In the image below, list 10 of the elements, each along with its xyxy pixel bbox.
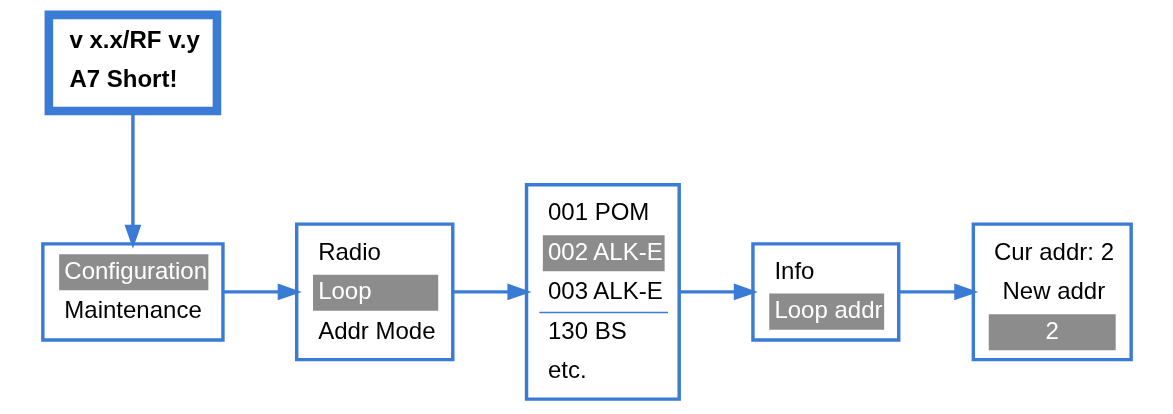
node-box: 001 POM 002 ALK-E 003 ALK-E 130 BS etc. [524,183,681,401]
arrow [452,283,531,301]
node-box: Radio Loop Addr Mode [294,222,454,362]
node-box: Info Loop addr [750,242,900,342]
node-box: Configuration Maintenance [40,242,225,342]
arrow [679,283,758,301]
arrow [898,283,978,301]
arrow [222,283,302,301]
node-box: v x.x/RF v.y A7 Short! [44,10,221,116]
node-box: Cur addr: 2 New addr 2 [971,222,1133,362]
